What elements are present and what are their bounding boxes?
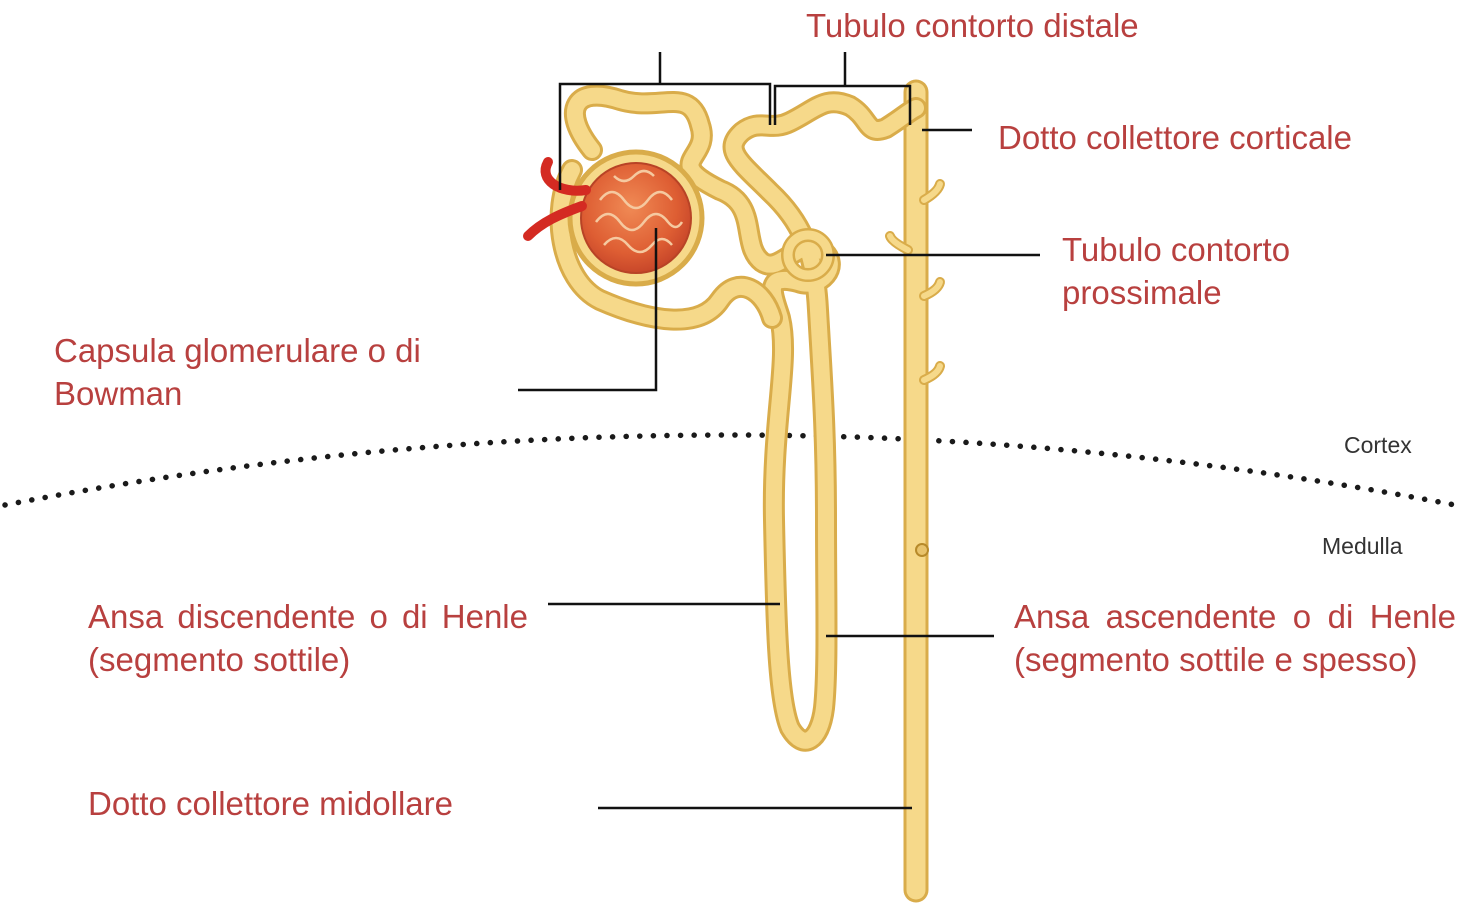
label-tubulo-contorto-distale: Tubulo contorto distale: [806, 4, 1139, 47]
label-dotto-collettore-midollare: Dotto collettore midollare: [88, 782, 453, 825]
zone-label-cortex: Cortex: [1344, 432, 1412, 459]
label-tubulo-contorto-prossimale: Tubulo contorto prossimale: [1062, 228, 1362, 314]
label-ansa-discendente: Ansa discendente o di Henle (segmento so…: [88, 595, 528, 681]
label-ansa-ascendente: Ansa ascendente o di Henle (segmento sot…: [1014, 595, 1456, 681]
label-dotto-collettore-corticale: Dotto collettore corticale: [998, 116, 1352, 159]
bowman-capsule: [570, 152, 702, 284]
label-capsula-glomerulare: Capsula glomerulare o di Bowman: [54, 329, 494, 415]
cortex-medulla-boundary: [5, 435, 1455, 505]
collecting-duct: [890, 92, 940, 890]
zone-label-medulla: Medulla: [1322, 533, 1403, 560]
